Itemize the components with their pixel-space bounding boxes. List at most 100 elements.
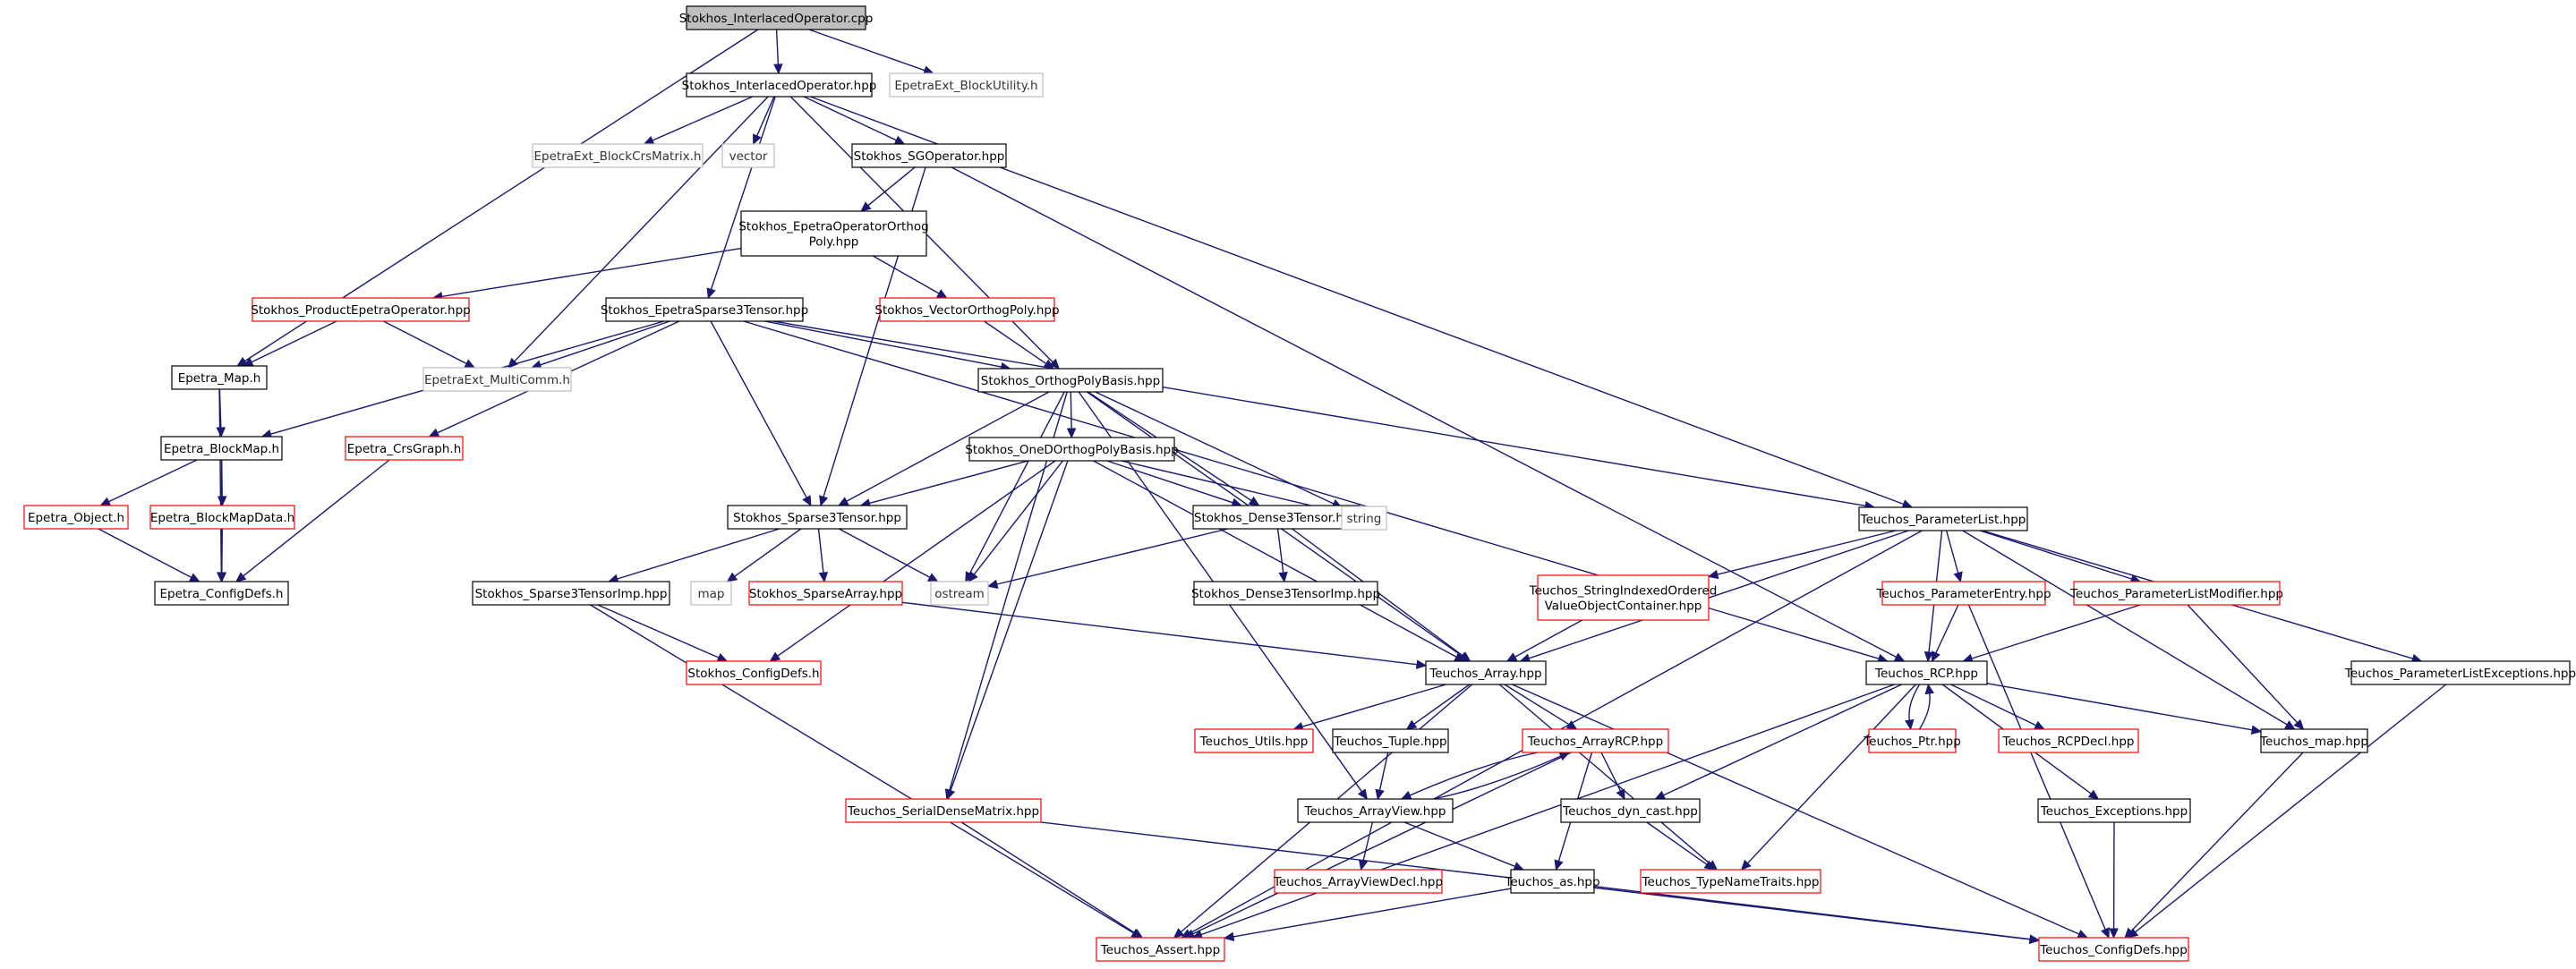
node-n15[interactable]: Epetra_BlockMap.h bbox=[160, 436, 283, 461]
node-n23[interactable]: Epetra_ConfigDefs.h bbox=[154, 581, 289, 606]
edge-n42-n37 bbox=[1432, 752, 1571, 800]
node-n31[interactable]: Teuchos_ParameterListModifier.hpp bbox=[2069, 581, 2283, 606]
edge-n37-n43 bbox=[1600, 752, 1625, 801]
node-box bbox=[345, 436, 464, 461]
node-n42[interactable]: Teuchos_ArrayView.hpp bbox=[1297, 798, 1454, 823]
node-n1[interactable]: Stokhos_InterlacedOperator.hpp bbox=[682, 72, 877, 98]
node-label: Teuchos_ParameterEntry.hpp bbox=[1875, 587, 2051, 601]
edge-n22-n23 bbox=[217, 528, 227, 583]
node-n13[interactable]: Stokhos_ProductEpetraOperator.hpp bbox=[251, 297, 471, 322]
node-box bbox=[149, 505, 295, 530]
node-n14[interactable]: Stokhos_VectorOrthogPoly.hpp bbox=[874, 297, 1060, 322]
node-n3[interactable]: Epetra_Map.h bbox=[171, 365, 268, 390]
node-n43[interactable]: Teuchos_dyn_cast.hpp bbox=[1560, 798, 1701, 823]
node-label: Teuchos_SerialDenseMatrix.hpp bbox=[847, 804, 1039, 819]
node-label: Teuchos_ArrayView.hpp bbox=[1304, 804, 1446, 819]
node-n9[interactable]: Stokhos_OrthogPolyBasis.hpp bbox=[977, 368, 1164, 393]
node-n0[interactable]: Stokhos_InterlacedOperator.cpp bbox=[679, 5, 874, 30]
node-n8[interactable]: Stokhos_EpetraSparse3Tensor.hpp bbox=[601, 297, 808, 322]
node-n21[interactable]: Epetra_Object.h bbox=[23, 505, 129, 530]
edge-n17-n26 bbox=[817, 528, 829, 583]
node-box bbox=[1865, 660, 1988, 685]
edge-n30-n49 bbox=[1967, 604, 2110, 939]
node-n16[interactable]: Epetra_CrsGraph.h bbox=[345, 436, 464, 461]
node-n44[interactable]: Teuchos_Exceptions.hpp bbox=[2037, 798, 2191, 823]
node-n48[interactable]: Teuchos_Assert.hpp bbox=[1096, 937, 1225, 962]
node-n26[interactable]: Stokhos_SparseArray.hpp bbox=[748, 581, 903, 606]
edge-n9-n18 bbox=[1066, 391, 1077, 439]
node-n40[interactable]: Teuchos_map.hpp bbox=[2259, 728, 2368, 753]
node-label: Epetra_Map.h bbox=[178, 371, 261, 386]
edge-n21-n23 bbox=[98, 528, 200, 582]
node-n6[interactable]: Stokhos_SGOperator.hpp bbox=[851, 143, 1007, 168]
node-label: Teuchos_RCP.hpp bbox=[1874, 667, 1978, 681]
node-n18[interactable]: Stokhos_OneDOrthogPolyBasis.hpp bbox=[965, 437, 1179, 462]
node-label: Poly.hpp bbox=[809, 235, 859, 250]
node-label: Epetra_BlockMap.h bbox=[164, 442, 279, 456]
node-box bbox=[1297, 798, 1454, 823]
node-n34[interactable]: Teuchos_ParameterListExceptions.hpp bbox=[2344, 660, 2576, 685]
edge-n9-n27 bbox=[965, 391, 1065, 583]
node-n46[interactable]: Teuchos_as.hpp bbox=[1504, 869, 1600, 894]
node-n5: vector bbox=[721, 143, 775, 168]
node-box bbox=[845, 798, 1042, 823]
edge-n10-n31 bbox=[1979, 530, 2142, 583]
node-n49[interactable]: Teuchos_ConfigDefs.hpp bbox=[2038, 937, 2189, 962]
node-box bbox=[1194, 728, 1314, 753]
node-label: Stokhos_OrthogPolyBasis.hpp bbox=[981, 374, 1160, 388]
node-box bbox=[171, 365, 268, 390]
edge-n10-n33 bbox=[1519, 530, 1909, 663]
node-n22[interactable]: Epetra_BlockMapData.h bbox=[149, 505, 295, 530]
node-n10[interactable]: Teuchos_ParameterList.hpp bbox=[1858, 506, 2028, 531]
node-n17[interactable]: Stokhos_Sparse3Tensor.hpp bbox=[727, 505, 908, 530]
node-n29[interactable]: Teuchos_StringIndexedOrderedValueObjectC… bbox=[1529, 574, 1718, 621]
node-n37[interactable]: Teuchos_ArrayRCP.hpp bbox=[1522, 728, 1669, 753]
edge-n3-n15 bbox=[216, 388, 226, 438]
node-box bbox=[686, 72, 873, 98]
node-label: Teuchos_ArrayViewDecl.hpp bbox=[1273, 875, 1443, 889]
node-label: Teuchos_StringIndexedOrdered bbox=[1529, 584, 1718, 599]
node-box bbox=[23, 505, 129, 530]
node-n35[interactable]: Teuchos_Utils.hpp bbox=[1194, 728, 1314, 753]
node-box bbox=[160, 436, 283, 461]
nodes-layer: Stokhos_InterlacedOperator.cppStokhos_In… bbox=[23, 5, 2576, 962]
node-n41[interactable]: Teuchos_SerialDenseMatrix.hpp bbox=[845, 798, 1042, 823]
node-n33[interactable]: Teuchos_Array.hpp bbox=[1425, 660, 1547, 685]
node-box bbox=[740, 210, 927, 257]
node-n38[interactable]: Teuchos_Ptr.hpp bbox=[1863, 728, 1961, 753]
node-label: Stokhos_SGOperator.hpp bbox=[854, 149, 1005, 164]
node-box bbox=[721, 143, 775, 168]
edge-n8-n7 bbox=[530, 320, 670, 370]
node-n19[interactable]: Stokhos_Dense3Tensor.hpp bbox=[1192, 505, 1361, 530]
node-label: Teuchos_as.hpp bbox=[1504, 875, 1599, 889]
node-label: Epetra_BlockMapData.h bbox=[150, 511, 294, 525]
edge-n6-n11 bbox=[860, 166, 916, 212]
node-box bbox=[968, 437, 1175, 462]
node-label: Stokhos_ProductEpetraOperator.hpp bbox=[251, 303, 471, 318]
node-label: Epetra_ConfigDefs.h bbox=[160, 587, 284, 601]
node-n12[interactable]: Teuchos_RCP.hpp bbox=[1865, 660, 1988, 685]
node-box bbox=[1858, 506, 2028, 531]
node-n24[interactable]: Stokhos_Sparse3TensorImp.hpp bbox=[472, 581, 670, 606]
node-label: Stokhos_Dense3Tensor.hpp bbox=[1194, 511, 1359, 525]
node-n36[interactable]: Teuchos_Tuple.hpp bbox=[1332, 728, 1449, 753]
node-label: Teuchos_RCPDecl.hpp bbox=[2002, 735, 2135, 749]
node-box bbox=[748, 581, 903, 606]
node-n47[interactable]: Teuchos_TypeNameTraits.hpp bbox=[1640, 869, 1821, 894]
node-box bbox=[532, 143, 704, 168]
node-box bbox=[1096, 937, 1225, 962]
node-n45[interactable]: Teuchos_ArrayViewDecl.hpp bbox=[1273, 869, 1443, 894]
node-n28[interactable]: Stokhos_Dense3TensorImp.hpp bbox=[1191, 581, 1380, 606]
node-n32[interactable]: Stokhos_ConfigDefs.h bbox=[686, 660, 822, 685]
node-n30[interactable]: Teuchos_ParameterEntry.hpp bbox=[1875, 581, 2051, 606]
node-label: Teuchos_ConfigDefs.hpp bbox=[2039, 943, 2188, 957]
edge-n1-n4 bbox=[643, 96, 754, 145]
edge-n1-n7 bbox=[508, 96, 769, 369]
node-n39[interactable]: Teuchos_RCPDecl.hpp bbox=[1998, 728, 2139, 753]
edge-n12-n47 bbox=[1740, 684, 1916, 871]
node-n7: EpetraExt_MultiComm.h bbox=[422, 367, 572, 392]
node-box bbox=[472, 581, 670, 606]
edge-n46-n49 bbox=[1593, 885, 2041, 944]
node-label: Epetra_CrsGraph.h bbox=[347, 442, 462, 456]
